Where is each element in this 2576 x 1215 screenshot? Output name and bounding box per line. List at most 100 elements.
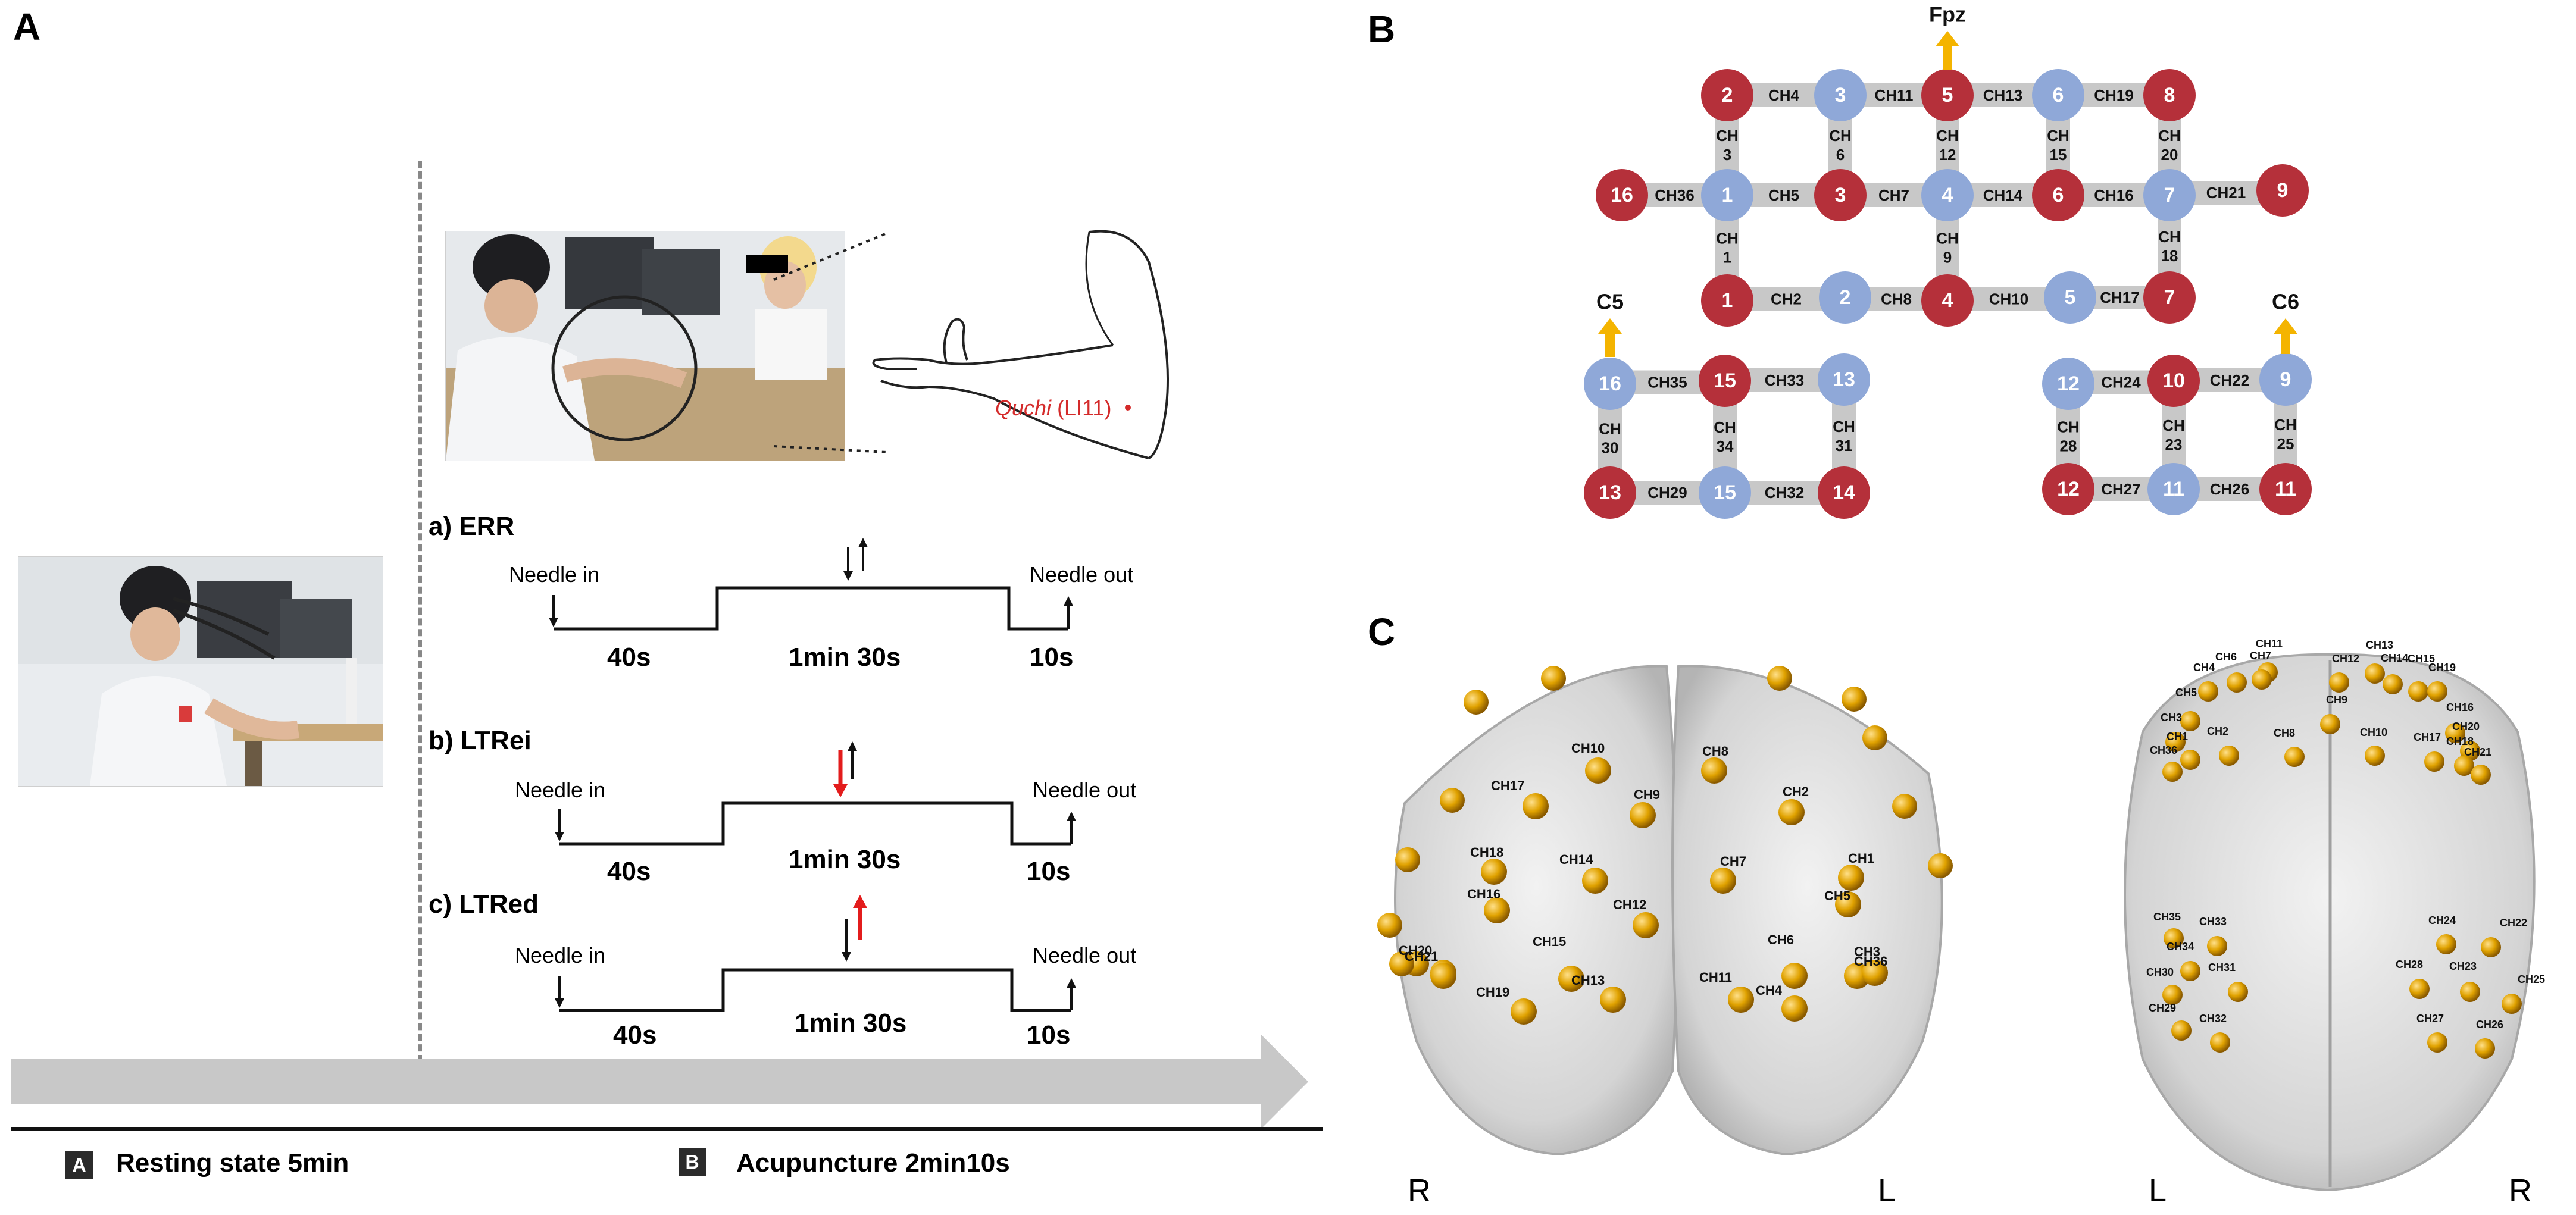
label-frontal-CH14: CH14 — [1559, 852, 1593, 867]
frontal-view-right-hemisphere — [1671, 665, 1943, 1156]
sphere-top-CH24 — [2436, 934, 2456, 954]
detector-4: 4 — [1921, 169, 1974, 221]
channel-label-ch4: CH4 — [1768, 86, 1800, 104]
label-top-CH2: CH2 — [2207, 725, 2228, 737]
channel-label-ch35: CH35 — [1647, 374, 1687, 392]
fpz-reference: Fpz — [1929, 2, 1966, 70]
optode-sphere-frontal-4 — [1541, 666, 1566, 691]
sphere-top-CH18 — [2454, 756, 2474, 776]
channel-label-ch1-top: CH — [1716, 230, 1739, 248]
optode-sphere-frontal-1 — [1395, 847, 1420, 872]
svg-text:15: 15 — [1714, 481, 1736, 504]
optode-sphere-frontal-8 — [1892, 794, 1917, 819]
c6-reference: C6 — [2272, 290, 2299, 354]
optode-sphere-frontal-5 — [1767, 666, 1792, 691]
detector-7: 7 — [2143, 169, 2196, 221]
channel-label-ch34-top: CH — [1714, 418, 1736, 436]
protocol-ltrei-label: b) LTRei — [429, 726, 532, 755]
ltrei-d3: 10s — [1027, 857, 1071, 886]
sphere-top-CH8 — [2284, 747, 2305, 767]
ltrei-needle-in: Needle in — [515, 778, 606, 802]
label-top-CH21: CH21 — [2464, 746, 2491, 758]
detector-5: 5 — [2044, 271, 2096, 324]
svg-text:2: 2 — [1840, 286, 1851, 309]
optode-sphere-frontal-2 — [1377, 913, 1402, 938]
channel-label-ch5: CH5 — [1768, 186, 1799, 204]
frontal-view-side-right: L — [1878, 1173, 1896, 1208]
sphere-top-CH27 — [2427, 1032, 2447, 1053]
source-11: 11 — [2259, 463, 2312, 515]
channel-label-ch29: CH29 — [1647, 484, 1687, 502]
sphere-top-CH16 — [2445, 723, 2465, 743]
label-top-CH13: CH13 — [2366, 639, 2393, 651]
legend-b-key: B — [679, 1148, 706, 1176]
channel-label-ch3-top: CH — [1716, 127, 1739, 145]
source-5: 5 — [1921, 69, 1974, 121]
label-frontal-CH1: CH1 — [1848, 851, 1874, 866]
label-frontal-CH36: CH36 — [1854, 954, 1887, 969]
optode-sphere-frontal-0 — [1440, 788, 1465, 813]
protocol-timelines: a) ERR Needle in Needle out 40s 1min 30s… — [417, 500, 1190, 1065]
svg-text:16: 16 — [1599, 372, 1621, 395]
label-top-CH7: CH7 — [2250, 650, 2271, 662]
sphere-top-CH15 — [2408, 681, 2428, 702]
detector-1: 1 — [1701, 169, 1753, 221]
sphere-frontal-CH18 — [1481, 859, 1507, 885]
sphere-frontal-CH14 — [1582, 868, 1608, 894]
svg-text:14: 14 — [1833, 481, 1855, 504]
sphere-top-CH7 — [2252, 669, 2272, 690]
timeline-baseline — [11, 1127, 1323, 1131]
label-top-CH34: CH34 — [2167, 941, 2194, 953]
sphere-top-CH5 — [2180, 711, 2200, 731]
channel-label-ch25-top: CH — [2274, 416, 2297, 434]
sphere-top-CH35 — [2164, 928, 2184, 948]
label-frontal-CH18: CH18 — [1470, 845, 1503, 860]
label-top-CH36: CH36 — [2150, 744, 2177, 756]
label-frontal-CH16: CH16 — [1467, 887, 1500, 901]
sphere-frontal-CH13 — [1600, 987, 1626, 1013]
err-needle-out: Needle out — [1030, 562, 1134, 587]
sphere-frontal-CH2 — [1778, 799, 1805, 825]
ltrei-d2: 1min 30s — [789, 845, 901, 874]
sphere-top-CH6 — [2227, 672, 2247, 693]
svg-text:7: 7 — [2164, 184, 2175, 206]
channel-label-ch9-num: 9 — [1943, 249, 1952, 267]
sphere-top-CH33 — [2207, 936, 2227, 956]
svg-text:7: 7 — [2164, 286, 2175, 309]
label-frontal-CH13: CH13 — [1571, 973, 1605, 988]
label-frontal-CH12: CH12 — [1613, 897, 1646, 912]
arm-sketch: Quchi (LI11) — [863, 226, 1178, 464]
channel-label-ch6-num: 6 — [1836, 146, 1845, 164]
label-top-CH11: CH11 — [2256, 638, 2283, 650]
svg-text:15: 15 — [1714, 369, 1736, 392]
legend-b-text: Acupuncture 2min10s — [736, 1148, 1010, 1178]
channel-label-ch12-num: 12 — [1939, 146, 1956, 164]
sphere-top-CH10 — [2365, 746, 2385, 766]
channel-label-ch6-top: CH — [1829, 127, 1852, 145]
channel-label-ch18-num: 18 — [2161, 247, 2178, 265]
label-top-CH27: CH27 — [2416, 1013, 2444, 1025]
acupoint-name: Quchi — [995, 396, 1052, 420]
svg-text:1: 1 — [1722, 184, 1733, 206]
label-frontal-CH6: CH6 — [1768, 932, 1794, 947]
svg-text:2: 2 — [1722, 84, 1733, 107]
source-8: 8 — [2143, 69, 2196, 121]
channel-label-ch32: CH32 — [1765, 484, 1804, 502]
sphere-frontal-CH12 — [1633, 912, 1659, 938]
label-top-CH14: CH14 — [2381, 652, 2408, 664]
optode-sphere-frontal-3 — [1464, 690, 1489, 715]
detector-16: 16 — [1584, 358, 1636, 410]
label-frontal-CH20: CH20 — [1399, 943, 1432, 958]
label-frontal-CH9: CH9 — [1634, 787, 1660, 802]
label-top-CH22: CH22 — [2500, 917, 2527, 929]
frontal-view-side-left: R — [1408, 1173, 1431, 1208]
err-needle-in: Needle in — [509, 562, 600, 587]
source-4: 4 — [1921, 274, 1974, 327]
sphere-top-CH14 — [2383, 674, 2403, 694]
channel-label-ch20-num: 20 — [2161, 146, 2178, 164]
sphere-top-CH4 — [2198, 681, 2218, 702]
label-top-CH30: CH30 — [2146, 966, 2174, 978]
svg-text:3: 3 — [1835, 84, 1846, 107]
channel-label-ch18-top: CH — [2158, 228, 2181, 246]
